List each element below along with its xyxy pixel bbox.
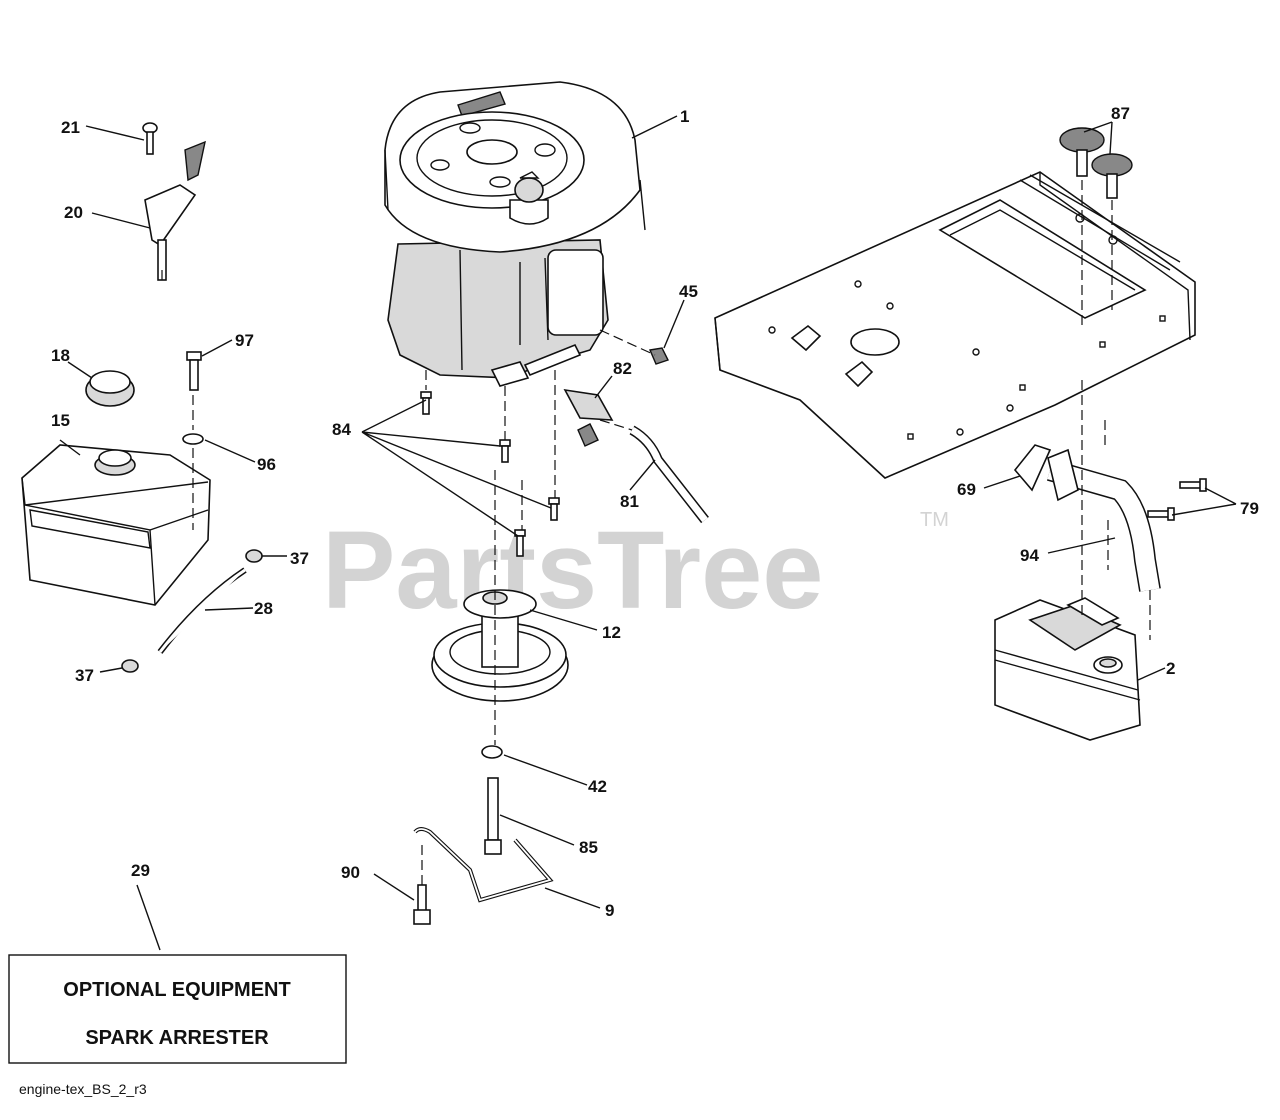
spark-arrester-label: SPARK ARRESTER	[85, 1027, 269, 1049]
part-label-37-lower[interactable]: 37	[75, 666, 94, 685]
engine-part[interactable]	[384, 81, 646, 387]
watermark-tm: TM	[920, 509, 949, 531]
throttle-control-part[interactable]	[144, 140, 206, 281]
exhaust-flange-part	[1047, 448, 1079, 502]
part-label-12[interactable]: 12	[602, 623, 621, 642]
muffler-part[interactable]	[994, 599, 1141, 741]
nut-45-part[interactable]	[649, 347, 669, 365]
part-label-29[interactable]: 29	[131, 861, 150, 880]
muffler-bracket-part	[1066, 597, 1120, 626]
washer-96-part[interactable]	[182, 433, 204, 445]
part-label-2[interactable]: 2	[1166, 659, 1175, 678]
fuel-cap-part[interactable]	[85, 370, 135, 407]
part-label-85[interactable]: 85	[579, 838, 598, 857]
gasket-69-part[interactable]	[1013, 444, 1052, 492]
part-label-97[interactable]: 97	[235, 331, 254, 350]
part-label-15[interactable]: 15	[51, 411, 70, 430]
part-label-37-upper[interactable]: 37	[290, 549, 309, 568]
optional-equipment-title: OPTIONAL EQUIPMENT	[63, 979, 290, 1001]
clamp-upper-part[interactable]	[245, 549, 263, 563]
part-label-9[interactable]: 9	[605, 901, 614, 920]
exhaust-pipe-part[interactable]	[1046, 459, 1161, 592]
washer-42-part[interactable]	[481, 745, 503, 759]
optional-equipment-box	[8, 954, 347, 1064]
part-label-42[interactable]: 42	[588, 777, 607, 796]
part-label-96[interactable]: 96	[257, 455, 276, 474]
bolt-97-part[interactable]	[186, 351, 202, 391]
part-label-94[interactable]: 94	[1020, 546, 1039, 565]
bolts-79-part[interactable]	[1147, 478, 1207, 521]
leader-lines	[59, 115, 1237, 951]
part-label-79[interactable]: 79	[1240, 499, 1259, 518]
part-label-45[interactable]: 45	[679, 282, 698, 301]
part-label-84[interactable]: 84	[332, 420, 351, 439]
bolt-90-part[interactable]	[413, 884, 431, 925]
bolt-84-part[interactable]	[420, 391, 560, 557]
knobs-87-part[interactable]	[1059, 127, 1133, 199]
pulley-12-part[interactable]	[431, 589, 569, 702]
bolt-85-part[interactable]	[484, 777, 502, 855]
part-label-81[interactable]: 81	[620, 492, 639, 511]
diagram-code: engine-tex_BS_2_r3	[19, 1081, 147, 1097]
part-label-69[interactable]: 69	[957, 480, 976, 499]
part-label-28[interactable]: 28	[254, 599, 273, 618]
bracket-9-part[interactable]	[413, 827, 554, 903]
part-label-18[interactable]: 18	[51, 346, 70, 365]
fuel-tank-part[interactable]	[21, 444, 211, 606]
part-label-82[interactable]: 82	[613, 359, 632, 378]
part-label-87[interactable]: 87	[1111, 104, 1130, 123]
engine-frame-part	[714, 171, 1196, 479]
part-label-21[interactable]: 21	[61, 118, 80, 137]
fuel-filter-part[interactable]	[563, 388, 614, 447]
part-label-20[interactable]: 20	[64, 203, 83, 222]
watermark: PartsTree	[322, 509, 823, 632]
clamp-lower-part[interactable]	[121, 659, 139, 673]
screw-21-part[interactable]	[142, 122, 158, 155]
part-label-90[interactable]: 90	[341, 863, 360, 882]
part-label-1[interactable]: 1	[680, 107, 689, 126]
